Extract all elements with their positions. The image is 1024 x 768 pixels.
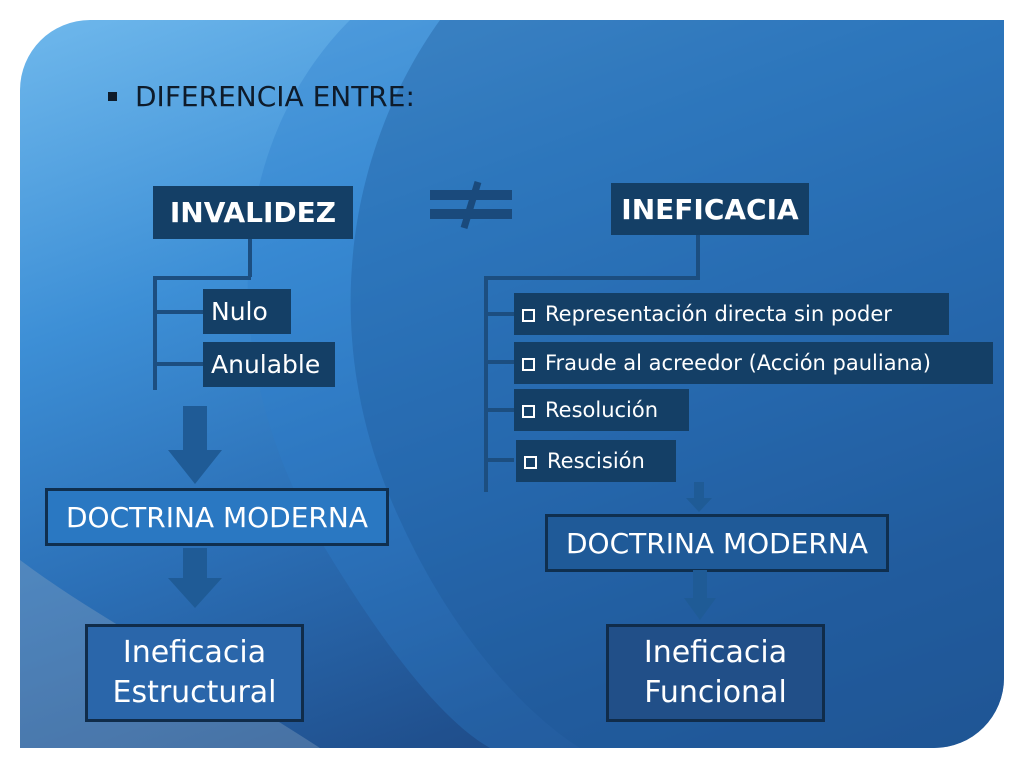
result-line: Funcional (644, 675, 787, 710)
connector-line (153, 310, 203, 314)
checkbox-icon (522, 357, 535, 371)
connector-line (153, 276, 251, 280)
list-item-label: Fraude al acreedor (Acción pauliana) (545, 351, 931, 375)
connector-line (248, 239, 252, 277)
list-item-fraude: Fraude al acreedor (Acción pauliana) (514, 342, 993, 384)
ineficacia-heading: INEFICACIA (611, 183, 809, 235)
checkbox-icon (524, 455, 537, 469)
connector-line (153, 362, 203, 366)
slide-title-text: DIFERENCIA ENTRE: (135, 80, 415, 113)
connector-line (484, 408, 514, 412)
down-arrow-icon (168, 548, 222, 608)
down-arrow-icon (684, 570, 716, 620)
list-item-resolucion: Resolución (514, 389, 689, 431)
connector-line (484, 312, 514, 316)
right-doctrine-box: DOCTRINA MODERNA (545, 514, 889, 572)
bullet-icon (108, 92, 117, 101)
connector-line (153, 276, 157, 390)
slide-title: DIFERENCIA ENTRE: (108, 80, 415, 113)
not-equal-icon (430, 180, 512, 230)
right-result-box: Ineficacia Funcional (606, 624, 825, 722)
result-line: Ineficacia (122, 635, 267, 670)
connector-line (484, 276, 488, 492)
connector-line (484, 276, 700, 280)
list-item-label: Resolución (545, 398, 659, 422)
checkbox-icon (522, 308, 535, 322)
connector-line (484, 360, 514, 364)
connector-line (696, 235, 700, 277)
list-item-label: Rescisión (547, 449, 645, 473)
result-line: Ineficacia (643, 635, 788, 670)
down-arrow-icon (686, 482, 712, 512)
invalidez-heading: INVALIDEZ (153, 186, 353, 239)
list-item-representacion: Representación directa sin poder (514, 293, 949, 335)
list-item-rescision: Rescisión (516, 440, 676, 482)
list-item-label: Representación directa sin poder (545, 302, 892, 326)
left-doctrine-box: DOCTRINA MODERNA (45, 488, 389, 546)
result-line: Estructural (112, 675, 277, 710)
left-result-box: Ineficacia Estructural (85, 624, 304, 722)
list-item-nulo: Nulo (203, 289, 291, 334)
list-item-anulable: Anulable (203, 342, 335, 387)
checkbox-icon (522, 404, 535, 418)
down-arrow-icon (168, 406, 222, 484)
connector-line (484, 458, 514, 462)
